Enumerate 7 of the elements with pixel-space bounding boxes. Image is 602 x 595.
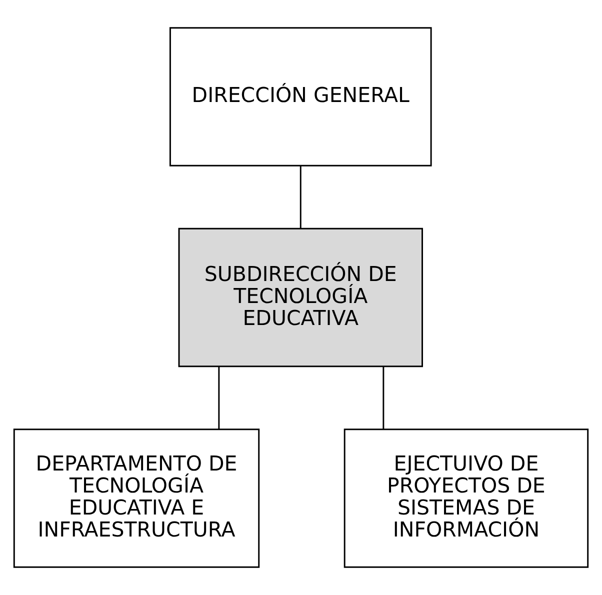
connector: [218, 366, 220, 430]
connector: [300, 166, 302, 228]
node-box: SUBDIRECCIÓN DE TECNOLOGÍA EDUCATIVA: [178, 228, 423, 368]
node-box: DIRECCIÓN GENERAL: [169, 27, 432, 166]
connector: [382, 366, 384, 430]
node-box: EJECTUIVO DE PROYECTOS DE SISTEMAS DE INFORMACIÓN: [344, 428, 589, 568]
node-box: DEPARTAMENTO DE TECNOLOGÍA EDUCATIVA E INFRAESTRUCTURA: [13, 428, 260, 568]
